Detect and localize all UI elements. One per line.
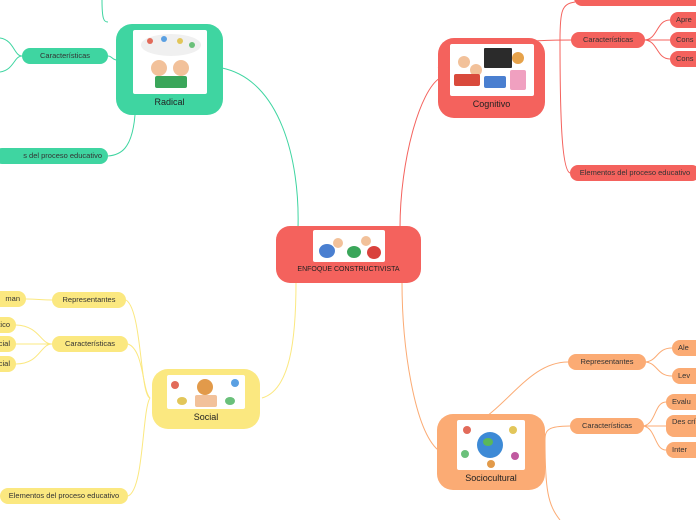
sociocultural-caracteristicas[interactable]: Características: [570, 418, 644, 434]
sociocultural-title: Sociocultural: [465, 473, 517, 483]
sociocultural-sub-2[interactable]: Lev: [672, 368, 696, 384]
link-cognitivo-sub: [643, 19, 671, 60]
center-node[interactable]: ENFOQUE CONSTRUCTIVISTA: [276, 226, 421, 283]
link-radical-sub: [0, 37, 23, 73]
link-center-social: [261, 281, 297, 399]
link-center-radical: [221, 67, 299, 229]
child-reading-book-illustration: [132, 30, 207, 94]
cognitivo-elementos[interactable]: Elementos del proceso educativo: [570, 165, 696, 181]
social-sub-2[interactable]: ocial: [0, 336, 16, 352]
link-social-car-sub: [15, 324, 53, 365]
link-social-rep-sub: [25, 298, 53, 301]
social-caracteristicas[interactable]: Características: [52, 336, 128, 352]
center-title: ENFOQUE CONSTRUCTIVISTA: [297, 266, 400, 273]
link-socio-rep-sub: [643, 347, 673, 377]
children-classroom-illustration: [449, 44, 534, 96]
link-social-elementos: [127, 397, 151, 497]
cognitivo-sub-3[interactable]: Cons: [670, 51, 696, 67]
cognitivo-sub-2[interactable]: Cons: [670, 32, 696, 48]
link-center-cognitivo: [399, 77, 441, 229]
sociocultural-sub-3[interactable]: Evalu: [666, 394, 696, 410]
link-social-caracteristicas: [127, 343, 151, 399]
link-radical-caracteristicas: [107, 55, 117, 61]
link-socio-bottom: [544, 439, 561, 520]
cognitivo-top-item[interactable]: [574, 0, 696, 6]
link-socio-caracteristicas: [544, 425, 571, 441]
link-radical-top: [101, 0, 109, 23]
social-sub-1[interactable]: ítico: [0, 317, 16, 333]
child-reading-illustration: [167, 375, 245, 409]
radical-caracteristicas[interactable]: Características: [22, 48, 108, 64]
cognitivo-caracteristicas[interactable]: Características: [571, 32, 645, 48]
social-sub-rep[interactable]: man: [0, 291, 26, 307]
radical-elementos[interactable]: s del proceso educativo: [0, 148, 108, 164]
social-elementos[interactable]: Elementos del proceso educativo: [0, 488, 128, 504]
link-socio-car-sub: [641, 401, 667, 451]
children-playing-illustration: [312, 230, 385, 262]
social-representantes[interactable]: Representantes: [52, 292, 126, 308]
social-node[interactable]: Social: [152, 369, 260, 429]
link-cognitivo-top: [559, 1, 576, 41]
link-cognitivo-elementos: [559, 39, 571, 174]
social-sub-3[interactable]: ocial: [0, 356, 16, 372]
radical-node[interactable]: Radical: [116, 24, 223, 115]
link-center-sociocultural: [401, 281, 439, 451]
sociocultural-sub-5[interactable]: Inter: [666, 442, 696, 458]
link-radical-elementos: [107, 114, 136, 157]
children-around-globe-illustration: [457, 420, 525, 470]
sociocultural-node[interactable]: Sociocultural: [437, 414, 545, 490]
cognitivo-title: Cognitivo: [472, 99, 511, 109]
cognitivo-node[interactable]: Cognitivo: [438, 38, 545, 118]
sociocultural-sub-1[interactable]: Ale: [672, 340, 696, 356]
sociocultural-representantes[interactable]: Representantes: [568, 354, 646, 370]
radical-title: Radical: [154, 97, 185, 107]
link-social-main: [125, 299, 151, 399]
sociocultural-sub-4[interactable]: Des crít: [666, 415, 696, 437]
social-title: Social: [193, 412, 219, 422]
cognitivo-sub-1[interactable]: Apre: [670, 12, 696, 28]
